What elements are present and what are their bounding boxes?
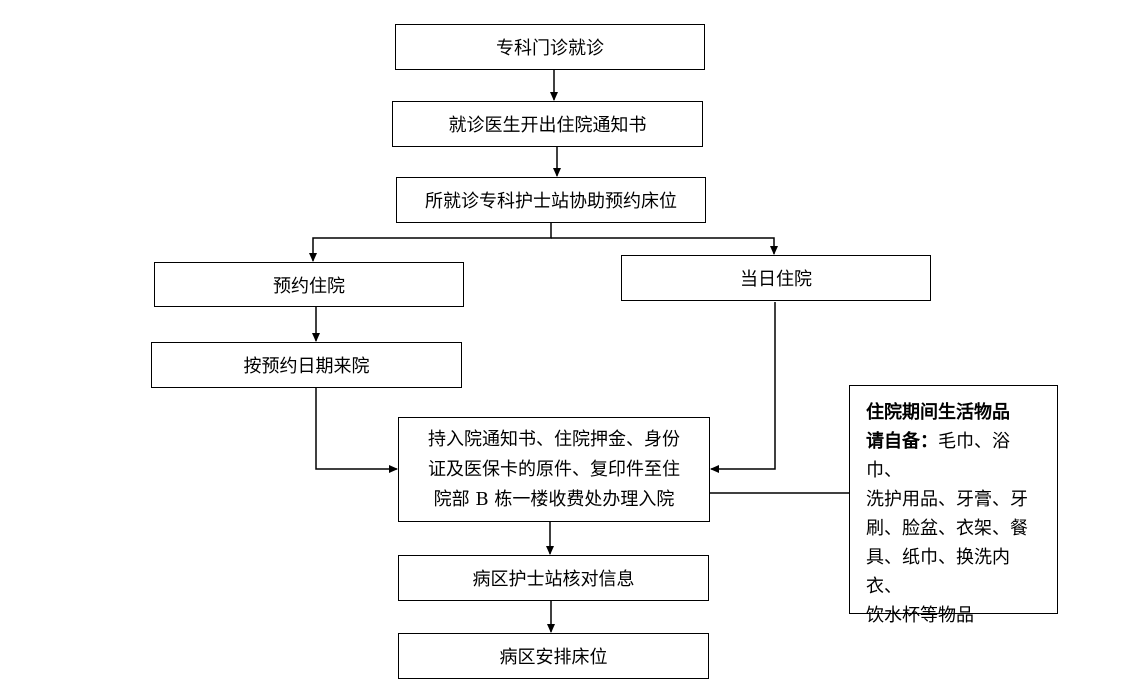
step-admission-procedure: 持入院通知书、住院押金、身份 证及医保卡的原件、复印件至住 院部 B 栋一楼收费… (398, 417, 710, 522)
procedure-line-1: 持入院通知书、住院押金、身份 (428, 428, 680, 450)
step-same-day-admission: 当日住院 (621, 255, 931, 301)
note-line-2: 请自备：毛巾、浴巾、 (866, 427, 1045, 485)
step-scheduled-admission: 预约住院 (154, 262, 464, 307)
step-nurse-station-booking: 所就诊专科护士站协助预约床位 (396, 177, 706, 223)
note-line-3: 洗护用品、牙膏、牙 (866, 489, 1028, 510)
procedure-line-2: 证及医保卡的原件、复印件至住 (428, 458, 680, 480)
step-admission-notice: 就诊医生开出住院通知书 (392, 101, 703, 147)
note-line-4: 刷、脸盆、衣架、餐 (866, 518, 1028, 539)
arrow-sameday-to-procedure (710, 302, 776, 473)
arrow-arrive-to-procedure (315, 388, 398, 473)
note-heading-suffix: 请自备： (866, 431, 938, 452)
arrow-booking-to-sameday (551, 237, 778, 255)
step-arrive-on-date: 按预约日期来院 (151, 342, 462, 388)
note-line-5: 具、纸巾、换洗内衣、 (866, 547, 1010, 597)
step-ward-verify: 病区护士站核对信息 (398, 555, 709, 601)
personal-items-note: 住院期间生活物品 请自备：毛巾、浴巾、 洗护用品、牙膏、牙 刷、脸盆、衣架、餐 … (849, 385, 1058, 626)
step-specialist-clinic: 专科门诊就诊 (395, 24, 705, 70)
note-line-6: 饮水杯等物品 (866, 605, 974, 626)
note-heading: 住院期间生活物品 (866, 402, 1010, 423)
procedure-line-3: 院部 B 栋一楼收费处办理入院 (433, 488, 675, 510)
arrow-booking-to-scheduled (309, 223, 552, 262)
note-items-start: 毛巾、浴巾、 (866, 431, 1010, 481)
step-ward-bed: 病区安排床位 (398, 633, 709, 679)
